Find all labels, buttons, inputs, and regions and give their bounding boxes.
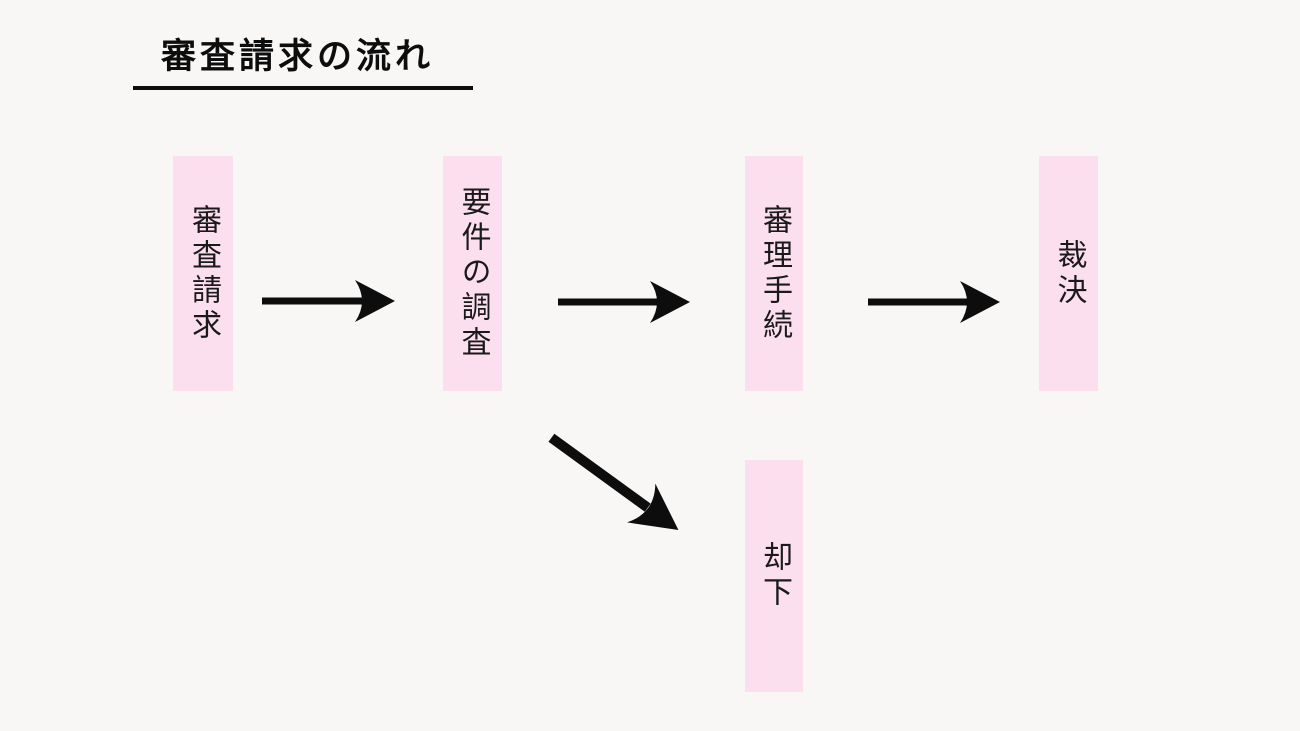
flow-node-label: 却下 [758,541,791,611]
flow-node-kyakka: 却下 [745,460,803,692]
flow-node-label: 裁決 [1052,238,1086,309]
arrow-shinsa-to-yoken [262,280,395,322]
page-title: 審査請求の流れ [161,37,435,76]
arrow-yoken-to-kyakka [548,433,679,531]
flow-node-label: 要件の調査 [456,186,490,361]
flow-node-yoken-no-chosa: 要件の調査 [443,156,502,391]
flow-node-shinsa-seikyu: 審査請求 [173,156,233,391]
flow-node-shinri-tetsuzuki: 審理手続 [745,156,803,391]
flow-node-label: 審理手続 [758,203,791,344]
flow-node-label: 審査請求 [187,203,220,344]
flow-node-saiketsu: 裁決 [1039,156,1098,391]
title-underline [133,86,473,90]
arrow-yoken-to-shinri [558,281,690,323]
arrow-shinri-to-saiketsu [868,281,1000,323]
